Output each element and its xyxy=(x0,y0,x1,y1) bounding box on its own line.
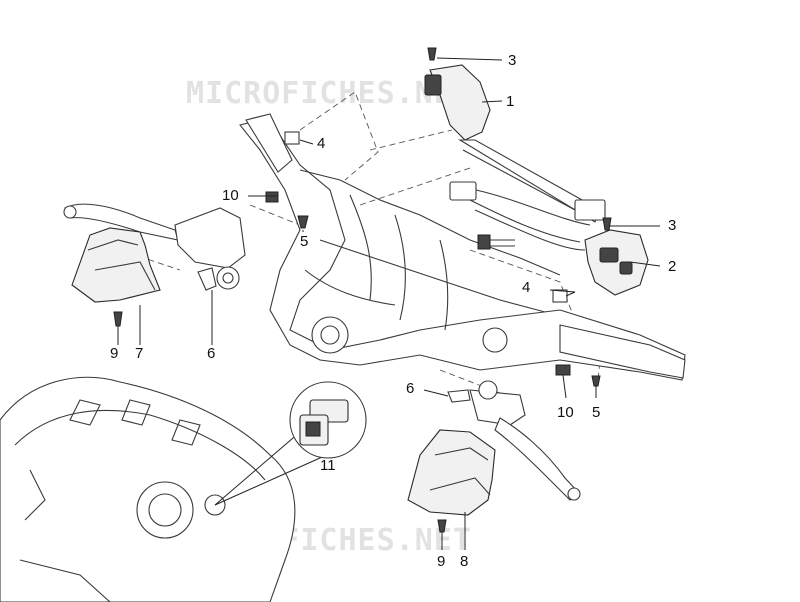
part-1-left-switch xyxy=(424,64,606,223)
callout-9-left: 9 xyxy=(110,345,119,362)
watermark-top: MICROFICHES.NET xyxy=(186,76,472,111)
left-brake-lever xyxy=(63,203,246,290)
small-hardware xyxy=(113,47,612,533)
right-brake-lever xyxy=(469,380,581,501)
wiring-harness xyxy=(449,181,591,251)
callout-8: 8 xyxy=(460,553,469,570)
callout-3-top: 3 xyxy=(508,52,517,69)
handlebar-assembly xyxy=(239,113,686,381)
callout-6-left: 6 xyxy=(207,345,216,362)
callout-3-right: 3 xyxy=(668,217,677,234)
part-7-lever-cover xyxy=(71,227,161,303)
callout-5-left: 5 xyxy=(300,233,309,250)
callout-6-right: 6 xyxy=(406,380,415,397)
callout-4-right: 4 xyxy=(522,279,531,296)
front-body-panel xyxy=(0,376,296,602)
callout-10-right: 10 xyxy=(557,404,574,421)
part-11-detail xyxy=(214,381,367,506)
part-8-lever-cover xyxy=(407,429,496,516)
part-2-right-switch xyxy=(584,229,649,296)
callout-1: 1 xyxy=(506,93,515,110)
callout-7: 7 xyxy=(135,345,144,362)
callout-4-left: 4 xyxy=(317,135,326,152)
callout-10-left: 10 xyxy=(222,187,239,204)
callout-5-right: 5 xyxy=(592,404,601,421)
callout-11: 11 xyxy=(320,457,336,474)
callout-2: 2 xyxy=(668,258,677,275)
callout-leaders xyxy=(117,57,661,550)
callout-9-right: 9 xyxy=(437,553,446,570)
